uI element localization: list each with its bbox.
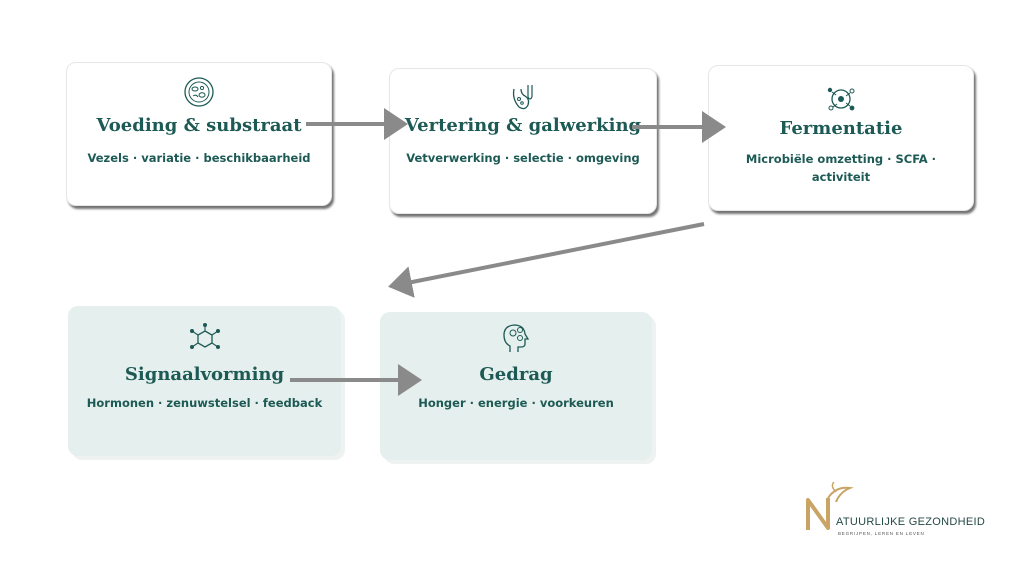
step-title: Voeding & substraat (96, 115, 302, 136)
step-title: Gedrag (479, 364, 553, 385)
step-card-fermentatie: Fermentatie Microbiële omzetting · SCFA … (708, 65, 974, 211)
step-title: Fermentatie (779, 118, 903, 139)
gallbladder-icon (512, 85, 533, 110)
logo-mark-icon (806, 482, 854, 530)
molecule-icon (189, 323, 220, 349)
step-subtitle: Hormonen · zenuwstelsel · feedback (86, 396, 323, 410)
step-title: Vertering & galwerking (404, 115, 642, 136)
step-card-vertering: Vertering & galwerking Vetverwerking · s… (389, 68, 657, 214)
microbe-icon (827, 87, 855, 111)
head-icon (503, 324, 530, 352)
step-card-voeding: Voeding & substraat Vezels · variatie · … (66, 62, 332, 206)
arrow-fermentatie-to-signaalvorming (388, 222, 705, 298)
plate-icon (184, 77, 214, 107)
step-subtitle: Vezels · variatie · beschikbaarheid (87, 151, 311, 165)
step-card-gedrag: Gedrag Honger · energie · voorkeuren (380, 312, 652, 460)
step-subtitle: Vetverwerking · selectie · omgeving (406, 151, 640, 165)
logo-tagline: BEGRIJPEN, LEREN EN LEVEN (838, 531, 925, 536)
step-subtitle: Honger · energie · voorkeuren (418, 396, 614, 410)
step-subtitle: Microbiële omzetting · SCFA · activiteit (745, 152, 937, 184)
step-title: Signaalvorming (124, 364, 285, 385)
logo-name: ATUURLIJKE GEZONDHEID (836, 516, 986, 528)
